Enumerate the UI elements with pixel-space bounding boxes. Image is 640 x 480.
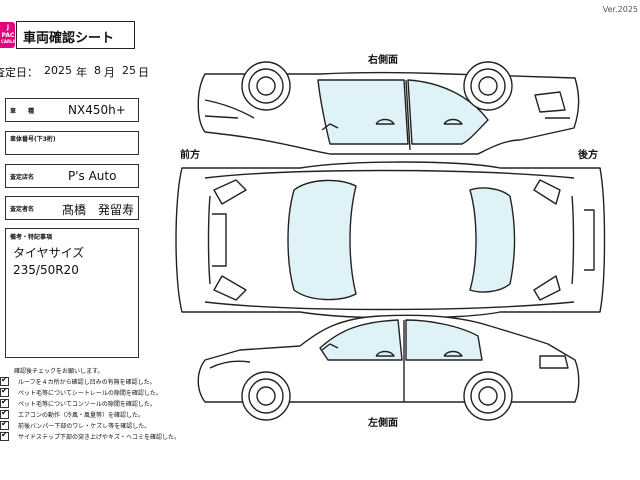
field-label: 査定者名 <box>10 206 35 213</box>
right-side-label: 右側面 <box>367 53 398 66</box>
logo-text: PAC <box>1 32 15 39</box>
right-side-view <box>197 61 580 155</box>
store-name-field[interactable]: 査定店名 P's Auto <box>5 164 139 188</box>
date-day: 25 <box>122 64 136 77</box>
car-model-field[interactable]: 車 種 NX450h+ <box>5 98 139 122</box>
left-side-label: 左側面 <box>367 416 398 429</box>
field-label: 査定店名 <box>10 174 35 181</box>
field-value: NX450h+ <box>68 103 126 117</box>
remarks-label: 備考・特記事項 <box>10 234 53 241</box>
vin-field[interactable]: 車体番号(下3桁) <box>5 131 139 155</box>
checkbox[interactable] <box>0 430 9 441</box>
logo-text: CARLIFE <box>1 39 20 44</box>
checklist-item-text: ペット毛等についてシートレールの隙間を確認した。 <box>18 390 162 397</box>
checklist-header-text: 確認後チェックをお願いします。 <box>14 368 104 375</box>
checklist-item-text: ペット毛等についてコンソールの隙間を確認した。 <box>18 401 156 408</box>
checklist-item-text: 前後バンパー下部のワレ・ケズレ等を確認した。 <box>18 423 151 430</box>
left-side-view <box>197 314 580 421</box>
front-label: 前方 <box>180 148 200 161</box>
remarks-line: タイヤサイズ <box>13 246 85 260</box>
top-view <box>175 161 606 319</box>
field-label: 車 種 <box>10 108 35 115</box>
remarks-box[interactable]: 備考・特記事項 タイヤサイズ 235/50R20 <box>5 228 139 358</box>
date-label: 査定日： <box>0 66 38 79</box>
company-logo: J PAC CARLIFE <box>0 22 20 48</box>
checklist-item-text: ルーフを４カ所から確認し凹みの有無を確認した。 <box>18 379 156 386</box>
date-month-unit: 月 <box>104 66 115 79</box>
checklist-item-text: サイドステップ下部の突き上げやキズ・ヘコミを確認した。 <box>18 434 181 441</box>
rear-label: 後方 <box>578 148 598 161</box>
logo-text: J <box>6 24 10 31</box>
sheet-title: 車両確認シート <box>23 31 115 46</box>
sheet-title-box: 車両確認シート <box>16 21 135 49</box>
inspector-name-field[interactable]: 査定者名 髙橋 発留寿 <box>5 196 139 220</box>
date-year-unit: 年 <box>76 66 87 79</box>
remarks-line: 235/50R20 <box>13 263 79 277</box>
field-label: 車体番号(下3桁) <box>10 136 56 143</box>
date-day-unit: 日 <box>138 66 149 79</box>
version-label: Ver.2025 <box>602 5 638 14</box>
field-value: 髙橋 発留寿 <box>62 203 135 217</box>
date-year: 2025 <box>44 64 72 77</box>
checklist-item-text: エアコンの動作（冷風・風量等）を確認した。 <box>18 412 145 419</box>
field-value: P's Auto <box>68 169 117 183</box>
date-month: 8 <box>94 64 101 77</box>
